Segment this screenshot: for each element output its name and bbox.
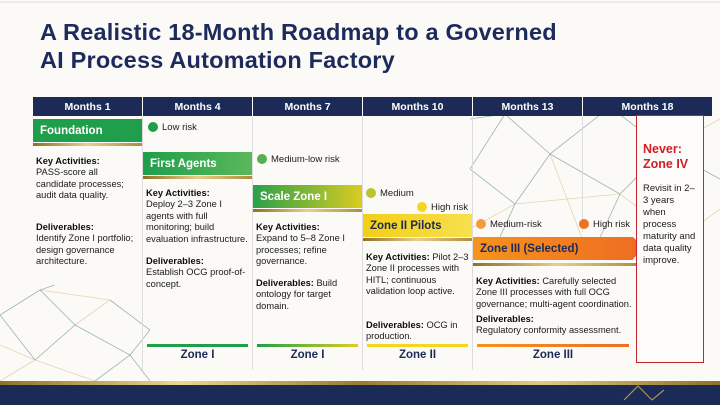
deliverables-months-4: Deliverables:Establish OCG proof-of-conc… [146, 256, 249, 290]
risk-dot-medium-low [257, 154, 267, 164]
column-header-months-1: Months 1 [33, 97, 142, 116]
risk-dot-medium [366, 188, 376, 198]
zone-line-1 [147, 344, 248, 347]
key-activities-months-10: Key Activities:Pilot 2–3 Zone II process… [366, 252, 469, 298]
never-heading-line2: Zone IV [643, 157, 689, 171]
gold-divider [253, 209, 362, 212]
risk-label-high-risk: High risk [593, 219, 630, 230]
zone-line-4 [477, 344, 629, 347]
phase-badge-zone-2-pilots: Zone II Pilots [363, 214, 472, 237]
never-zone-4-body: Revisit in 2–3 years when process maturi… [643, 183, 696, 266]
risk-label-low: Low risk [162, 122, 197, 133]
phase-badge-foundation: Foundation [33, 119, 142, 142]
zone-label-2: Zone I [290, 349, 325, 361]
risk-dot-low [148, 122, 158, 132]
column-divider [582, 116, 583, 232]
gold-divider [33, 143, 142, 146]
risk-dot-medium-risk [476, 219, 486, 229]
key-activities-text: Carefully selected Zone III processes wi… [476, 276, 632, 309]
page-title: A Realistic 18-Month Roadmap to a Govern… [40, 18, 690, 74]
deliverables-label: Deliverables: [256, 278, 314, 288]
key-activities-label: Key Activities: [36, 156, 100, 166]
risk-label-medium-low: Medium-low risk [271, 154, 340, 165]
key-activities-text: Deploy 2–3 Zone I agents with full monit… [146, 199, 248, 244]
deliverables-text: Regulatory conformity assessment. [476, 325, 622, 336]
zone-label-3: Zone II [398, 349, 437, 361]
column-header-months-13: Months 13 [473, 97, 582, 116]
deliverables-months-1: Deliverables:Identify Zone I portfolio; … [36, 222, 139, 268]
gold-divider [363, 238, 472, 241]
risk-dot-high [417, 202, 427, 212]
page-title-line2: AI Process Automation Factory [40, 47, 395, 73]
risk-label-high: High risk [431, 202, 468, 213]
risk-label-medium-risk: Medium-risk [490, 219, 542, 230]
phase-badge-scale-zone-1: Scale Zone I [253, 185, 362, 208]
network-mesh-decoration-bottom-left [0, 285, 150, 382]
key-activities-text: Expand to 5–8 Zone I processes; refine g… [256, 233, 345, 267]
never-zone-4-heading: Never: Zone IV [643, 142, 697, 172]
page-title-line1: A Realistic 18-Month Roadmap to a Govern… [40, 19, 557, 45]
key-activities-label: Key Activities: [366, 252, 430, 262]
column-header-months-18: Months 18 [583, 97, 712, 116]
never-heading-line1: Never: [643, 142, 682, 156]
footer-navy-bar [0, 385, 720, 405]
phase-badge-first-agents: First Agents [143, 152, 252, 175]
deliverables-label: Deliverables: [36, 222, 94, 232]
zone-label-1: Zone I [180, 349, 215, 361]
key-activities-months-13: Key Activities:Carefully selected Zone I… [476, 276, 632, 310]
deliverables-label: Deliverables: [146, 256, 204, 266]
deliverables-months-10: Deliverables:OCG in production. [366, 320, 469, 343]
key-activities-months-1: Key Activities:PASS-score all candidate … [36, 156, 139, 202]
column-divider [252, 116, 253, 370]
deliverables-text: Build ontology for target domain. [256, 278, 338, 311]
gold-divider [143, 176, 252, 179]
top-decorative-line [0, 1, 720, 3]
never-zone-4-callout: Never: Zone IV Revisit in 2–3 years when… [636, 115, 704, 363]
column-header-months-7: Months 7 [253, 97, 362, 116]
column-header-months-4: Months 4 [143, 97, 252, 116]
deliverables-label: Deliverables: [366, 320, 424, 330]
column-header-months-10: Months 10 [363, 97, 472, 116]
zone-line-2 [257, 344, 358, 347]
deliverables-months-13: Deliverables:Regulatory conformity asses… [476, 314, 632, 337]
key-activities-text: PASS-score all candidate processes; audi… [36, 167, 124, 201]
column-divider [142, 116, 143, 370]
gold-divider [473, 263, 640, 266]
key-activities-label: Key Activities: [146, 188, 210, 198]
deliverables-text: OCG in production. [366, 320, 458, 342]
column-divider [472, 116, 473, 370]
column-divider [362, 116, 363, 370]
risk-dot-high-risk [579, 219, 589, 229]
deliverables-text: Identify Zone I portfolio; design govern… [36, 233, 134, 267]
key-activities-months-4: Key Activities:Deploy 2–3 Zone I agents … [146, 188, 249, 245]
risk-label-medium: Medium [380, 188, 414, 199]
key-activities-months-7: Key Activities:Expand to 5–8 Zone I proc… [256, 222, 359, 268]
key-activities-label: Key Activities: [256, 222, 320, 232]
deliverables-label: Deliverables: [476, 314, 534, 324]
key-activities-text: Pilot 2–3 Zone II processes with HITL; c… [366, 252, 469, 297]
footer-gold-accent-icon [623, 385, 665, 401]
deliverables-months-7: Deliverables:Build ontology for target d… [256, 278, 359, 312]
deliverables-text: Establish OCG proof-of-concept. [146, 267, 246, 289]
zone-line-3 [367, 344, 468, 347]
zone-label-4: Zone III [532, 349, 574, 361]
key-activities-label: Key Activities: [476, 276, 540, 286]
footer-gold-bar [0, 381, 720, 385]
phase-badge-zone-3-selected: Zone III (Selected) [473, 237, 633, 260]
